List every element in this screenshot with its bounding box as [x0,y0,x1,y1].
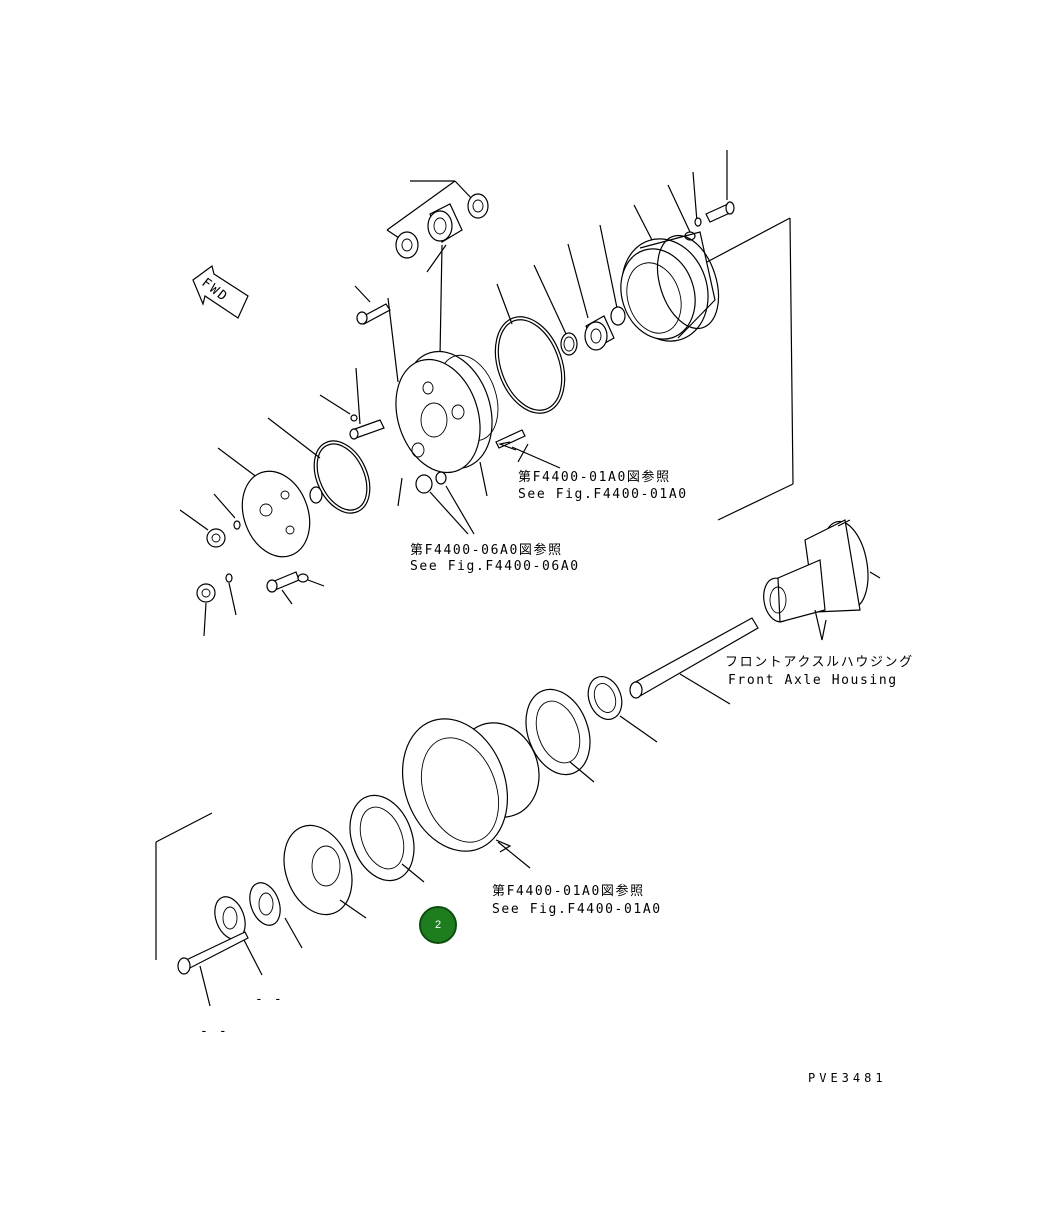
callout-bubble-2[interactable]: 2 [419,906,457,944]
upper-right-fasteners [667,150,735,241]
left-fasteners [179,493,325,637]
front-axle-housing [763,519,881,641]
roller-bearing-left [349,794,425,883]
stud-ref-upper [495,429,561,469]
dash-mark-2: - - [200,1024,229,1039]
upper-bearing-group [386,180,489,273]
upper-left-fasteners [319,285,391,440]
ref-upper-1-en: See Fig.F4400-01A0 [518,487,688,502]
o-ring-upper [494,283,566,414]
ref-upper-1-jp: 第F4400-01A0図参照 [518,470,671,485]
roller-bearing-right [525,688,595,783]
axle-shaft [629,617,759,705]
housing-label-jp: フロントアクスルハウジング [725,655,914,670]
nuts-ref-upper-2 [397,471,475,535]
bracket-right [706,217,794,521]
ring-gear-upper [620,204,720,342]
cover-plate [217,447,323,558]
housing-label-en: Front Axle Housing [728,673,898,688]
ref-upper-2-en: See Fig.F4400-06A0 [410,559,580,574]
brake-disc [283,824,367,919]
ref-lower-1-jp: 第F4400-01A0図参照 [492,884,645,899]
ref-upper-2-jp: 第F4400-06A0図参照 [410,543,563,558]
wheel-hub [401,718,540,869]
long-bolt [177,931,249,1007]
bracket-lower [155,812,213,960]
small-bearing-group [533,224,626,356]
figure-code: PVE3481 [808,1071,887,1085]
dash-mark-1: - - [255,992,284,1007]
lock-plate [214,882,303,976]
seal-ring [587,676,658,743]
planet-carrier-upper [387,244,499,497]
fwd-arrow-icon [192,264,249,319]
ref-lower-1-en: See Fig.F4400-01A0 [492,902,662,917]
